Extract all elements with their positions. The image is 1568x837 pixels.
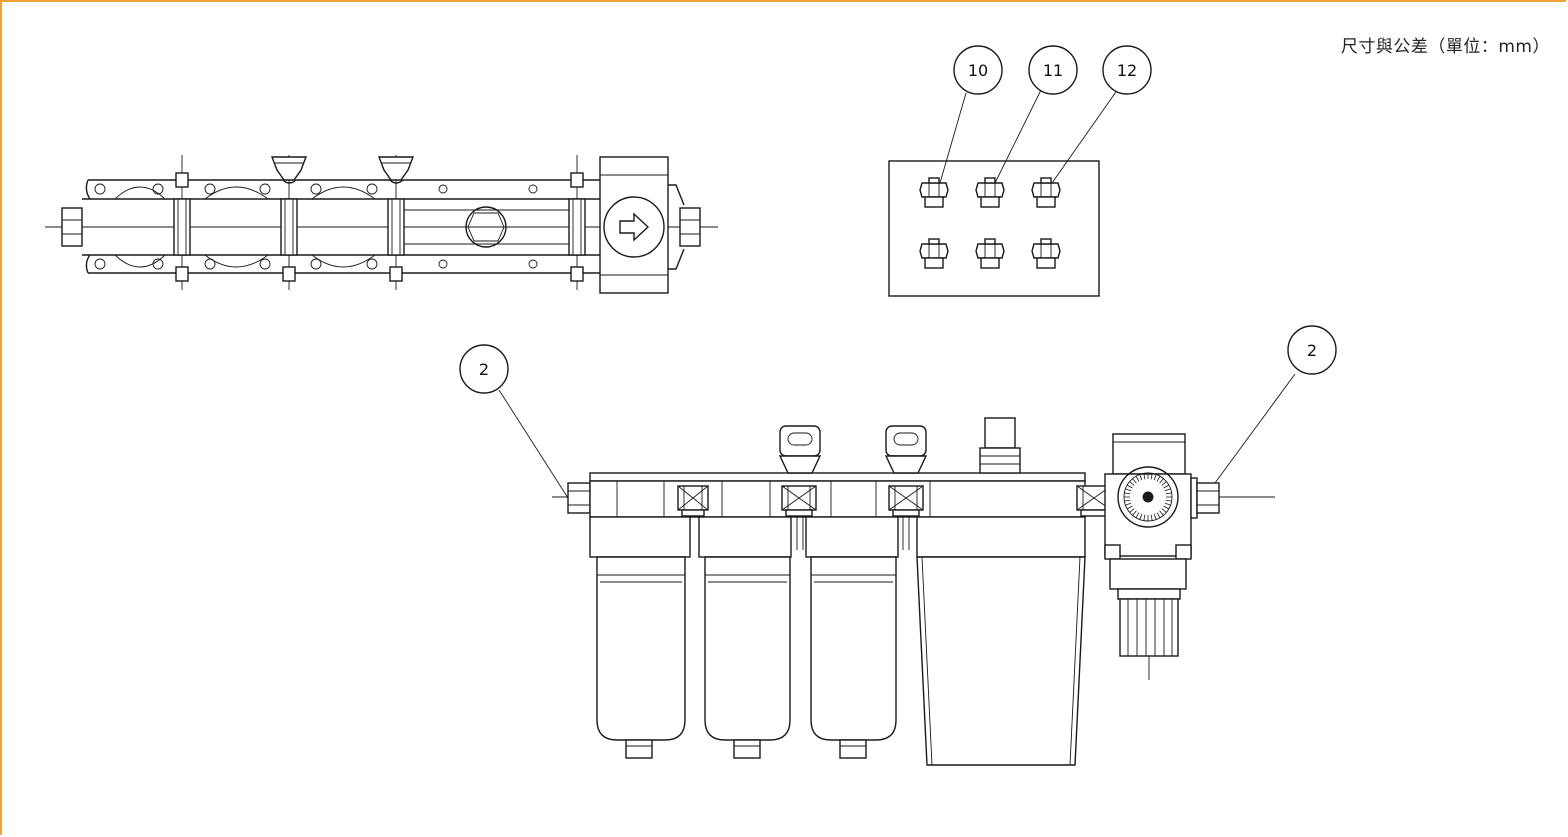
top-clamp-4: [568, 172, 586, 282]
gauge-tick: [1153, 474, 1157, 481]
gauge-tick: [1156, 476, 1161, 482]
front-bracket-1: [778, 425, 822, 474]
top-view-assembly: [45, 155, 718, 294]
gauge-tick: [1143, 514, 1146, 521]
svg-text:12: 12: [1117, 61, 1137, 80]
top-clamp-2: [280, 198, 298, 282]
flow-direction-arrow-icon: [619, 212, 650, 242]
clamp-block-3: [888, 485, 924, 550]
gauge-tick: [1153, 513, 1157, 520]
front-view-assembly: 2 2: [459, 325, 1337, 766]
regulator-body: [1104, 433, 1192, 680]
callout-balloon-11: 11: [1028, 45, 1078, 95]
gauge-tick: [1161, 481, 1167, 486]
gauge-tick: [1163, 505, 1169, 510]
gauge-tick: [1161, 508, 1167, 513]
gauge-tick: [1127, 505, 1133, 510]
regulator-knob-icon: [1119, 598, 1179, 657]
svg-text:2: 2: [479, 360, 489, 379]
fitting-icon: [1031, 177, 1061, 208]
top-regulator-body: [599, 156, 669, 294]
fitting-icon: [975, 177, 1005, 208]
gauge-tick: [1150, 473, 1153, 480]
gauge-tick: [1165, 492, 1172, 495]
gauge-tick: [1129, 508, 1135, 513]
front-left-end-nut: [567, 482, 591, 514]
top-bracket-2: [377, 156, 415, 181]
filter-bowl-2: [704, 556, 791, 741]
pressure-gauge-icon: [1117, 466, 1179, 528]
clamp-block-1: [677, 485, 709, 517]
gauge-tick: [1124, 492, 1131, 495]
svg-text:11: 11: [1043, 61, 1063, 80]
filter-bowl-1: [596, 556, 686, 741]
front-bracket-2: [884, 425, 928, 474]
gauge-tick: [1159, 510, 1164, 516]
top-clamp-3: [387, 198, 405, 282]
gauge-tick: [1132, 510, 1137, 516]
gauge-tick: [1150, 514, 1153, 521]
fitting-icon: [919, 238, 949, 269]
filter-bowl-3: [810, 556, 897, 741]
gauge-tick: [1129, 481, 1135, 486]
gauge-tick: [1127, 484, 1133, 489]
gauge-tick: [1132, 478, 1137, 484]
svg-text:10: 10: [968, 61, 988, 80]
gauge-tick: [1125, 488, 1132, 492]
front-right-end-nut: [1196, 482, 1220, 514]
gauge-tick: [1139, 513, 1143, 520]
top-clamp-1: [173, 172, 191, 282]
gauge-tick: [1143, 473, 1146, 480]
accessory-fittings-box: 10 11 12: [888, 45, 1152, 297]
top-lubricator-port: [465, 206, 507, 248]
clamp-block-2: [781, 485, 817, 550]
gauge-tick: [1139, 474, 1143, 481]
callout-balloon-2-left: 2: [459, 344, 509, 394]
gauge-tick: [1165, 499, 1172, 502]
gauge-tick: [1164, 488, 1171, 492]
top-right-end-nut: [679, 207, 701, 247]
lubricator-bowl: [916, 556, 1086, 766]
callout-balloon-12: 12: [1102, 45, 1152, 95]
accessory-box-frame: [888, 160, 1100, 297]
fitting-icon: [1031, 238, 1061, 269]
gauge-tick: [1163, 484, 1169, 489]
gauge-tick: [1156, 512, 1161, 518]
top-bracket-1: [270, 156, 308, 181]
lubricator-fill-cap: [984, 417, 1016, 449]
gauge-tick: [1159, 478, 1164, 484]
gauge-tick: [1135, 512, 1140, 518]
gauge-tick: [1125, 502, 1132, 506]
callout-balloon-2-right: 2: [1287, 325, 1337, 375]
gauge-tick: [1164, 502, 1171, 506]
gauge-tick: [1135, 476, 1140, 482]
fitting-icon: [919, 177, 949, 208]
gauge-tick: [1124, 499, 1131, 502]
callout-balloon-10: 10: [953, 45, 1003, 95]
svg-text:2: 2: [1307, 341, 1317, 360]
top-left-end-nut: [61, 207, 83, 247]
fitting-icon: [975, 238, 1005, 269]
gauge-dial-ticks: [1124, 473, 1172, 521]
units-note: 尺寸與公差（單位：mm）: [1340, 37, 1550, 57]
